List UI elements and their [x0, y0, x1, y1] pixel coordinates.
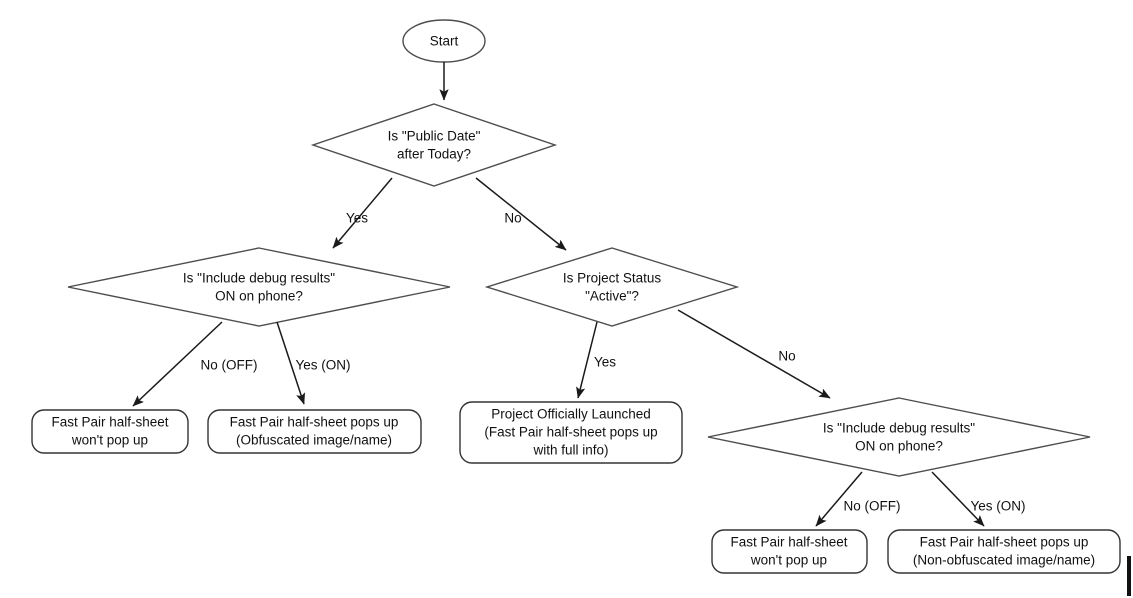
edge-label-public-date-yes: Yes — [346, 211, 368, 226]
node-decision-public-date — [310, 103, 558, 187]
edge-label-debug-right-no: No (OFF) — [844, 499, 901, 514]
node-decision-public-date-line2: after Today? — [397, 147, 471, 162]
node-decision-debug-left-line1: Is "Include debug results" — [183, 271, 335, 286]
node-decision-debug-left-line2: ON on phone? — [215, 289, 303, 304]
node-outcome-left-on — [207, 409, 422, 454]
node-outcome-launched — [459, 401, 683, 464]
edge-label-debug-right-yes: Yes (ON) — [970, 499, 1025, 514]
edge-label-project-status-no: No — [778, 349, 795, 364]
edge-label-debug-left-no: No (OFF) — [201, 358, 258, 373]
node-outcome-launched-line1: Project Officially Launched — [491, 407, 651, 422]
edge-project-status-yes — [576, 321, 598, 399]
node-outcome-left-off — [31, 409, 189, 454]
node-decision-project-status-line2: "Active"? — [585, 289, 639, 304]
node-decision-debug-right — [707, 397, 1091, 477]
node-decision-debug-left — [67, 247, 451, 327]
node-outcome-right-on — [887, 529, 1121, 574]
edge-debug-right-no — [815, 471, 863, 527]
edge-project-status-no — [677, 309, 831, 399]
node-outcome-launched-line3: with full info) — [532, 443, 608, 458]
node-decision-public-date-line1: Is "Public Date" — [388, 129, 481, 144]
node-outcome-right-off-line1: Fast Pair half-sheet — [730, 535, 847, 550]
edge-debug-left-no — [132, 321, 223, 407]
node-outcome-left-off-line1: Fast Pair half-sheet — [51, 415, 168, 430]
node-outcome-left-on-line2: (Obfuscated image/name) — [236, 433, 392, 448]
node-outcome-launched-line2: (Fast Pair half-sheet pops up — [484, 425, 657, 440]
edge-artifact-mark — [1127, 556, 1131, 596]
node-outcome-right-on-line2: (Non-obfuscated image/name) — [913, 553, 1095, 568]
node-decision-debug-right-line2: ON on phone? — [855, 439, 943, 454]
edge-debug-right-yes — [931, 471, 985, 527]
node-decision-project-status-line1: Is Project Status — [563, 271, 662, 286]
edge-label-debug-left-yes: Yes (ON) — [295, 358, 350, 373]
node-outcome-right-on-line1: Fast Pair half-sheet pops up — [920, 535, 1089, 550]
node-outcome-left-on-line1: Fast Pair half-sheet pops up — [230, 415, 399, 430]
node-outcome-right-off-line2: won't pop up — [750, 553, 827, 568]
node-decision-debug-right-line1: Is "Include debug results" — [823, 421, 975, 436]
edge-public-date-yes — [332, 177, 393, 249]
edge-label-public-date-no: No — [504, 211, 521, 226]
edge-public-date-no — [475, 177, 567, 251]
edge-label-project-status-yes: Yes — [594, 355, 616, 370]
edge-debug-left-yes — [276, 321, 306, 405]
node-outcome-left-off-line2: won't pop up — [71, 433, 148, 448]
node-decision-project-status — [484, 247, 740, 327]
node-outcome-right-off — [711, 529, 868, 574]
node-start-label: Start — [430, 34, 459, 49]
